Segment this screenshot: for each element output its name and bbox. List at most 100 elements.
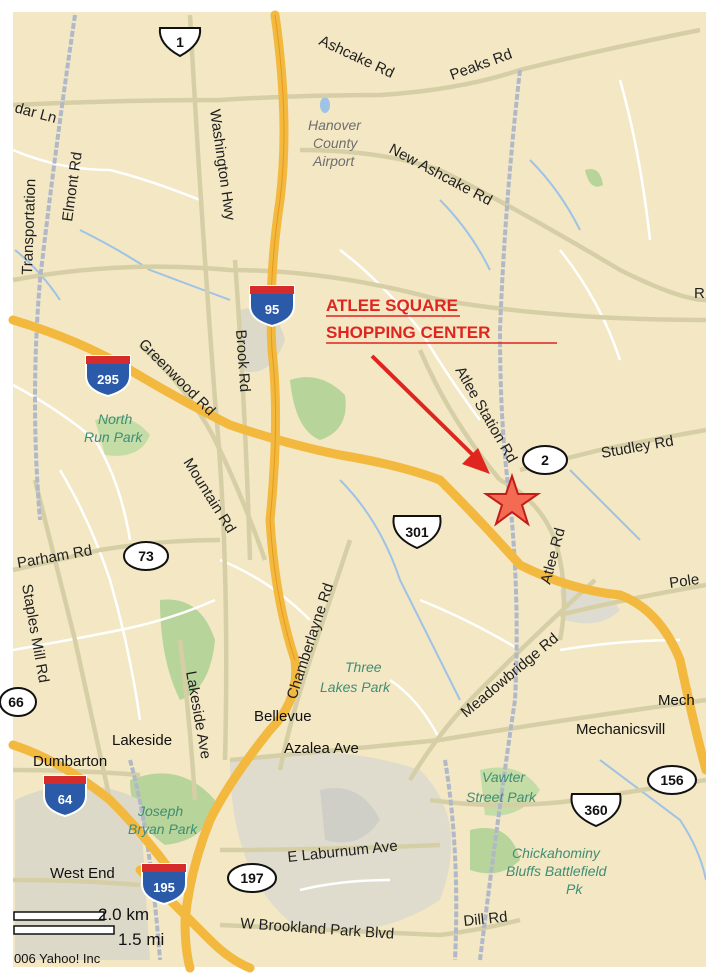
label-azalea-ave: Azalea Ave <box>284 740 359 757</box>
star-icon[interactable] <box>482 472 542 527</box>
label-brook-rd: Brook Rd <box>232 329 253 393</box>
park-patch <box>290 377 346 440</box>
label-three-lakes-line1: Three <box>345 659 382 675</box>
road-mechanicsville <box>439 697 706 743</box>
callout-line1[interactable]: ATLEE SQUARE <box>326 296 458 315</box>
label-airport-line3: Airport <box>312 153 355 169</box>
railways <box>33 14 522 961</box>
minor-road <box>339 249 482 421</box>
label-vawter-line1: Vawter <box>482 769 526 785</box>
interstate-shield-icon <box>43 775 87 818</box>
copyright-text: 006 Yahoo! Inc <box>14 951 101 966</box>
label-three-lakes-line2: Lakes Park <box>320 679 391 695</box>
minor-road <box>12 148 201 202</box>
stream <box>569 469 641 541</box>
shield-i195: 195 <box>141 863 187 906</box>
highway-i64 <box>8 740 175 875</box>
road-chamberlayne <box>277 539 353 771</box>
scale-bar-km <box>13 911 105 921</box>
minor-road <box>219 558 311 621</box>
label-north-run-line2: Run Park <box>84 429 143 445</box>
stream <box>439 199 491 271</box>
shield-i295-number: 295 <box>97 372 119 387</box>
urban-patch <box>320 788 380 843</box>
minor-road <box>559 249 622 361</box>
arrow-head <box>462 448 490 474</box>
road-staples-mill <box>32 479 113 801</box>
us-shield-icon <box>570 793 622 828</box>
minor-road <box>618 79 652 241</box>
label-transportation: Transportation <box>19 178 39 275</box>
label-vawter-line2: Street Park <box>466 789 537 805</box>
shield-sr2-number: 2 <box>541 452 549 468</box>
road-atlee-station <box>417 349 502 482</box>
highway-i295 <box>8 315 706 775</box>
stream <box>529 159 581 231</box>
shield-sr156-number: 156 <box>660 772 684 788</box>
road-dumbarton <box>12 767 141 778</box>
callout-arrow-icon <box>370 354 490 474</box>
label-bellevue: Bellevue <box>254 708 312 725</box>
minor-road <box>419 598 521 652</box>
road-lakeside-ave <box>177 639 198 801</box>
park-patch <box>160 599 215 700</box>
road-azalea <box>229 737 441 763</box>
park-patch <box>585 169 603 187</box>
state-shield-icon <box>647 765 697 795</box>
road-meadowbridge <box>408 578 597 782</box>
shield-us1-number: 1 <box>176 34 184 50</box>
minor-road <box>12 383 132 541</box>
location-star[interactable] <box>482 472 542 527</box>
scale-mi-label: 1.5 mi <box>118 930 164 949</box>
interstate-shield-top <box>44 776 86 784</box>
label-joseph-bryan-line2: Bryan Park <box>128 821 198 837</box>
railway <box>478 69 522 961</box>
road-laburnum <box>219 842 441 853</box>
railway <box>128 759 162 961</box>
pond <box>320 97 330 113</box>
minor-road <box>58 469 142 721</box>
minor-roads <box>12 79 681 892</box>
shield-sr73-number: 73 <box>138 548 154 564</box>
label-dumbarton: Dumbarton <box>33 753 107 770</box>
label-mechanicsville: Mechanicsvill <box>576 721 665 738</box>
interstate-shield-top <box>250 286 294 294</box>
label-airport-line1: Hanover <box>308 117 362 133</box>
scale-km-label: 2.0 km <box>98 905 149 924</box>
shield-i64: 64 <box>43 775 87 818</box>
scale-bar-mi <box>13 925 115 935</box>
minor-road <box>299 878 391 892</box>
highway-edge <box>269 14 296 661</box>
label-lakeside: Lakeside <box>112 732 172 749</box>
shield-us301: 301 <box>392 515 442 550</box>
label-chickahominy-line2: Bluffs Battlefield <box>506 863 608 879</box>
label-north-run-line1: North <box>98 411 132 427</box>
callout-line2[interactable]: SHOPPING CENTER <box>326 323 490 342</box>
state-shield-icon <box>0 687 37 717</box>
label-west-end: West End <box>50 865 115 882</box>
stream <box>339 479 461 701</box>
arrow-shaft <box>370 354 480 462</box>
atlee-square-callout[interactable]: ATLEE SQUARE SHOPPING CENTER <box>326 296 557 344</box>
stream <box>599 759 706 881</box>
label-chickahominy-line1: Chickahominy <box>512 845 601 861</box>
shield-us1: 1 <box>158 27 202 58</box>
shield-i64-number: 64 <box>58 792 73 807</box>
interstate-shield-top <box>142 864 186 872</box>
park-patch <box>95 417 150 456</box>
label-dill-rd: Dill Rd <box>463 908 509 930</box>
interstate-shield-icon <box>141 863 187 906</box>
railway <box>33 14 77 521</box>
shield-us301-number: 301 <box>405 524 429 540</box>
label-joseph-bryan-line1: Joseph <box>137 803 183 819</box>
highway-outlines <box>269 14 296 661</box>
shield-sr156: 156 <box>647 765 697 795</box>
state-shield-icon <box>123 541 169 571</box>
shield-i195-number: 195 <box>153 880 175 895</box>
state-shield-icon <box>522 445 568 475</box>
label-airport-line2: County <box>313 135 358 151</box>
minor-road <box>12 598 216 652</box>
major-roads <box>12 14 706 938</box>
